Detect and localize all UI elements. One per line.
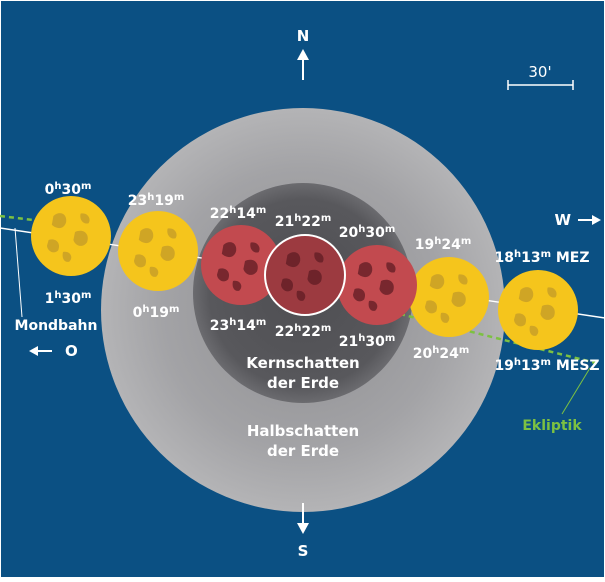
svg-text:18h13m MEZ: 18h13m MEZ xyxy=(494,249,589,266)
svg-text:20h24m: 20h24m xyxy=(413,345,470,362)
svg-text:0h19m: 0h19m xyxy=(133,304,180,321)
time-label-2030: 20h30m xyxy=(339,224,396,241)
time-label-2122: 21h22m xyxy=(275,213,332,230)
west-label: W xyxy=(554,211,571,229)
umbra-label-1: Kernschatten xyxy=(246,354,359,372)
moon-orbit-pointer xyxy=(14,227,23,318)
time-label-0019: 0h19m xyxy=(133,304,180,321)
svg-text:23h14m: 23h14m xyxy=(210,317,267,334)
svg-text:19h24m: 19h24m xyxy=(415,236,472,253)
moon-red-center xyxy=(264,234,346,316)
time-label-1813-mez: 18h13m MEZ xyxy=(494,249,589,266)
moon-red-3 xyxy=(337,245,417,325)
moon-orbit-label: Mondbahn xyxy=(15,318,98,334)
scale-label: 30' xyxy=(528,63,551,81)
moon-yellow-2 xyxy=(118,211,198,291)
time-label-0030: 0h30m xyxy=(45,181,92,198)
east-label: O xyxy=(65,342,78,360)
ecliptic-pointer xyxy=(561,367,591,415)
time-label-2214: 22h14m xyxy=(210,205,267,222)
umbra-label-2: der Erde xyxy=(267,374,339,392)
ecliptic-line-right xyxy=(399,312,601,366)
svg-text:21h22m: 21h22m xyxy=(275,213,332,230)
moon-red-1 xyxy=(201,225,281,305)
north-arrow: N xyxy=(297,27,310,80)
north-label: N xyxy=(297,27,310,45)
svg-text:22h14m: 22h14m xyxy=(210,205,267,222)
svg-text:0h30m: 0h30m xyxy=(45,181,92,198)
moon-yellow-3 xyxy=(409,257,489,337)
svg-text:19h13m MESZ: 19h13m MESZ xyxy=(494,357,599,374)
time-label-0130: 1h30m xyxy=(45,290,92,307)
svg-text:23h19m: 23h19m xyxy=(128,192,185,209)
time-label-2319: 23h19m xyxy=(128,192,185,209)
moon-yellow-1 xyxy=(31,196,111,276)
east-arrow: O xyxy=(29,342,78,360)
south-label: S xyxy=(298,542,309,560)
moon-yellow-4 xyxy=(498,270,578,350)
ecliptic-label: Ekliptik xyxy=(522,418,582,434)
time-label-2314: 23h14m xyxy=(210,317,267,334)
west-arrow: W xyxy=(554,211,601,229)
svg-text:22h22m: 22h22m xyxy=(275,323,332,340)
svg-text:1h30m: 1h30m xyxy=(45,290,92,307)
penumbra-label-1: Halbschatten xyxy=(247,422,359,440)
time-label-2222: 22h22m xyxy=(275,323,332,340)
svg-text:20h30m: 20h30m xyxy=(339,224,396,241)
svg-text:21h30m: 21h30m xyxy=(339,333,396,350)
time-label-2130: 21h30m xyxy=(339,333,396,350)
penumbra-label-2: der Erde xyxy=(267,442,339,460)
time-label-1913-mesz: 19h13m MESZ xyxy=(494,357,599,374)
time-label-1924: 19h24m xyxy=(415,236,472,253)
scale-bar: 30' xyxy=(507,63,574,90)
time-label-2024: 20h24m xyxy=(413,345,470,362)
south-arrow: S xyxy=(297,503,309,560)
